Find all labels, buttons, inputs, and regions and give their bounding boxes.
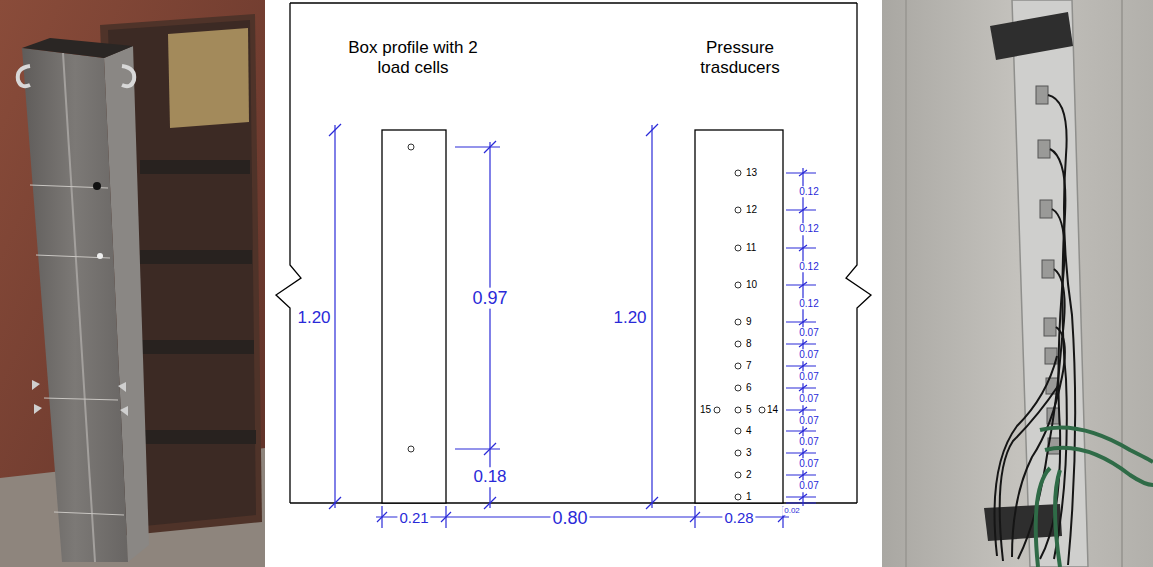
drawing-frame: [276, 3, 871, 503]
sensor-number: 4: [746, 425, 752, 437]
dimension-value: 0.07: [797, 349, 820, 361]
profile-outlines: [382, 130, 783, 503]
dimension-value: 0.21: [397, 509, 430, 526]
dimension-value: 0.07: [797, 393, 820, 405]
box-profile-photo: [0, 0, 265, 567]
sensor-number: 8: [746, 338, 752, 350]
dimension-value: 0.07: [797, 458, 820, 470]
dimension-value: 0.12: [797, 298, 820, 310]
sensor-number: 3: [746, 447, 752, 459]
dimension-value: 0.97: [470, 288, 509, 309]
sensor-number: 15: [700, 404, 711, 416]
section-title: Box profile with 2 load cells: [347, 38, 479, 79]
dimension-value: 0.12: [797, 223, 820, 235]
dimension-value: 1.20: [611, 308, 648, 328]
dimension-value: 0.12: [797, 261, 820, 273]
transducer-plate-photo: [882, 0, 1153, 567]
dimension-value: 0.12: [797, 186, 820, 198]
sensor-number: 12: [746, 204, 757, 216]
sensor-number: 2: [746, 469, 752, 481]
sensor-number: 9: [746, 316, 752, 328]
sensor-number: 5: [746, 404, 752, 416]
sensor-number: 13: [746, 167, 757, 179]
dimension-value: 0.07: [797, 371, 820, 383]
sensor-number: 7: [746, 360, 752, 372]
sensor-number: 14: [767, 404, 778, 416]
dimension-value: 0.80: [550, 508, 589, 529]
dimension-value: 0.07: [797, 480, 820, 492]
sensor-number: 1: [746, 491, 752, 503]
dimension-value: 0.02: [782, 506, 802, 515]
dimension-value: 1.20: [295, 308, 332, 328]
dimension-value: 0.18: [471, 467, 508, 487]
sensor-number: 10: [746, 279, 757, 291]
sensor-points: [408, 144, 765, 500]
dimension-value: 0.07: [797, 415, 820, 427]
dimension-value: 0.28: [722, 509, 755, 526]
dimension-value: 0.07: [797, 327, 820, 339]
section-title: Pressure trasducers: [688, 38, 792, 79]
dimension-value: 0.07: [797, 436, 820, 448]
sensor-number: 11: [746, 242, 756, 254]
dimension-lines: [329, 124, 816, 528]
sensor-number: 6: [746, 382, 752, 394]
